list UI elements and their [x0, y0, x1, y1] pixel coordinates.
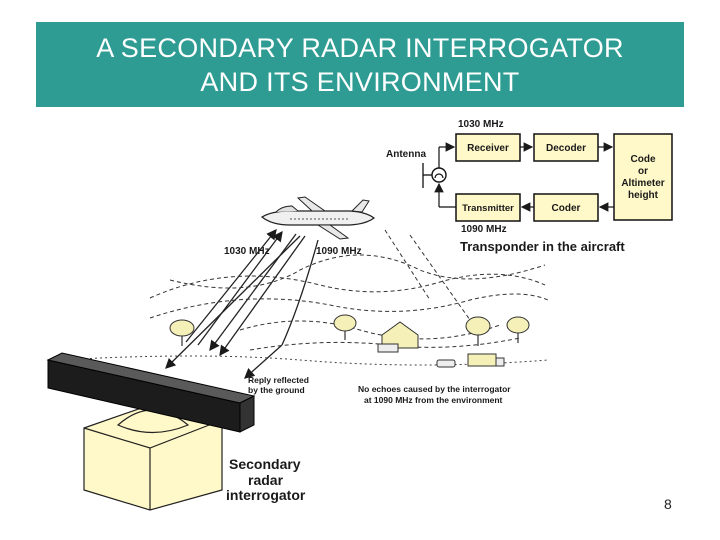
uplink-freq-label: 1030 MHz	[224, 246, 270, 257]
receiver-box	[455, 133, 521, 162]
antenna-icon	[422, 163, 447, 188]
reply-reflected-label-1: Reply reflected	[248, 375, 309, 385]
tree-icon	[465, 316, 491, 346]
no-echoes-label-2: at 1090 MHz from the environment	[364, 395, 503, 405]
interrogator-label-3: interrogator	[226, 487, 306, 503]
code-label-1: Code	[631, 154, 656, 165]
reply-reflected-label-2: by the ground	[248, 385, 305, 395]
aircraft-icon	[260, 196, 376, 240]
antenna-label: Antenna	[386, 149, 426, 160]
decoder-box	[533, 133, 599, 162]
page-number: 8	[664, 496, 672, 512]
tree-icon	[169, 319, 195, 346]
transponder-block-diagram: 1030 MHz Antenna Receiver Decoder Code o…	[386, 119, 673, 254]
interrogator-station	[46, 352, 256, 511]
code-label-4: height	[628, 190, 659, 201]
code-label-3: Altimeter	[621, 178, 664, 189]
no-echoes-label-1: No echoes caused by the interrogator	[358, 384, 511, 394]
receiver-label: Receiver	[467, 143, 509, 154]
transponder-freq-out-label: 1090 MHz	[461, 224, 507, 235]
car-icon	[436, 359, 456, 368]
coder-label: Coder	[552, 203, 581, 214]
tree-icon	[333, 314, 357, 340]
coder-box	[533, 193, 599, 222]
decoder-label: Decoder	[546, 143, 586, 154]
transmitter-label: Transmitter	[462, 203, 514, 214]
signal-flow-arrows	[434, 142, 614, 212]
title-bar: A SECONDARY RADAR INTERROGATOR AND ITS E…	[36, 22, 684, 107]
building-icon	[377, 321, 419, 353]
code-label-2: or	[638, 166, 648, 177]
transponder-caption: Transponder in the aircraft	[460, 239, 625, 254]
transponder-freq-in-label: 1030 MHz	[458, 119, 504, 130]
downlink-freq-label: 1090 MHz	[316, 246, 362, 257]
slide-title-line-2: AND ITS ENVIRONMENT	[200, 66, 520, 97]
interrogator-label-2: radar	[248, 472, 284, 488]
tree-icon	[506, 316, 530, 343]
interrogator-label-1: Secondary	[229, 456, 301, 472]
ground-line	[59, 355, 549, 366]
code-altimeter-box	[613, 133, 673, 221]
signal-beams	[165, 228, 319, 379]
truck-icon	[467, 353, 505, 367]
slide-title-line-1: A SECONDARY RADAR INTERROGATOR	[96, 32, 624, 63]
